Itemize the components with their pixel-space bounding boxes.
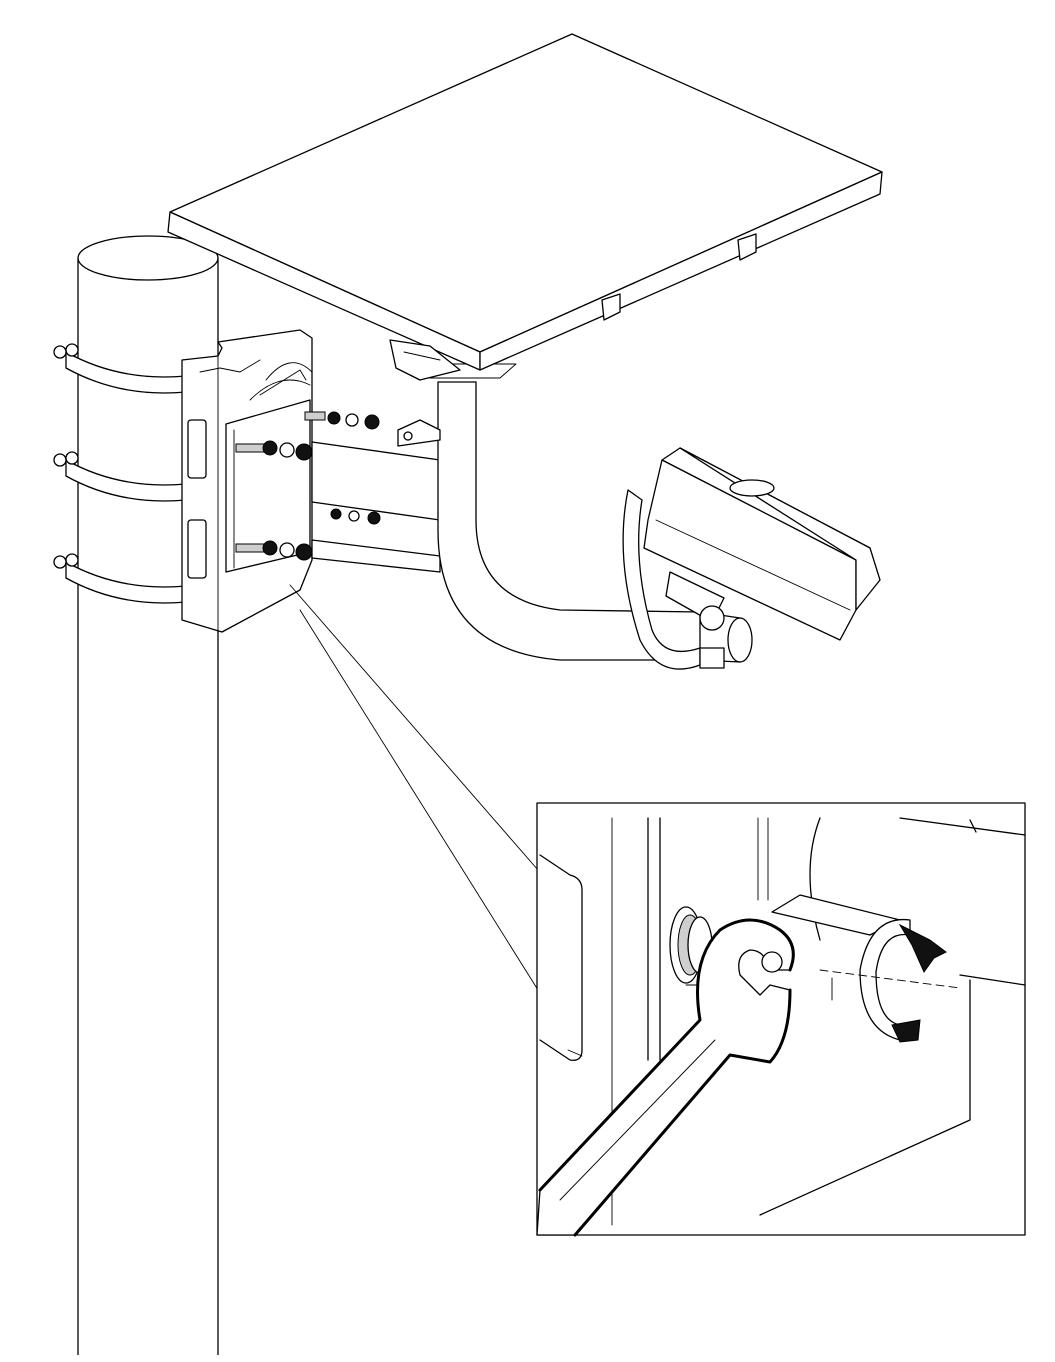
camera-housing — [622, 447, 881, 670]
mounting-bolts — [235, 411, 381, 561]
detail-callout-lines — [289, 584, 539, 991]
bolt-row-1 — [235, 440, 313, 461]
pole-mount-bracket — [181, 329, 313, 633]
wrench — [536, 918, 795, 1237]
bolt-row-4 — [330, 508, 381, 525]
detail-inset — [536, 802, 1026, 1237]
rotation-arrow — [819, 918, 961, 1043]
camera-arm — [311, 363, 753, 663]
bolt-row-2 — [235, 540, 313, 561]
sun-shield — [167, 33, 883, 381]
bolt-row-3 — [304, 411, 380, 430]
